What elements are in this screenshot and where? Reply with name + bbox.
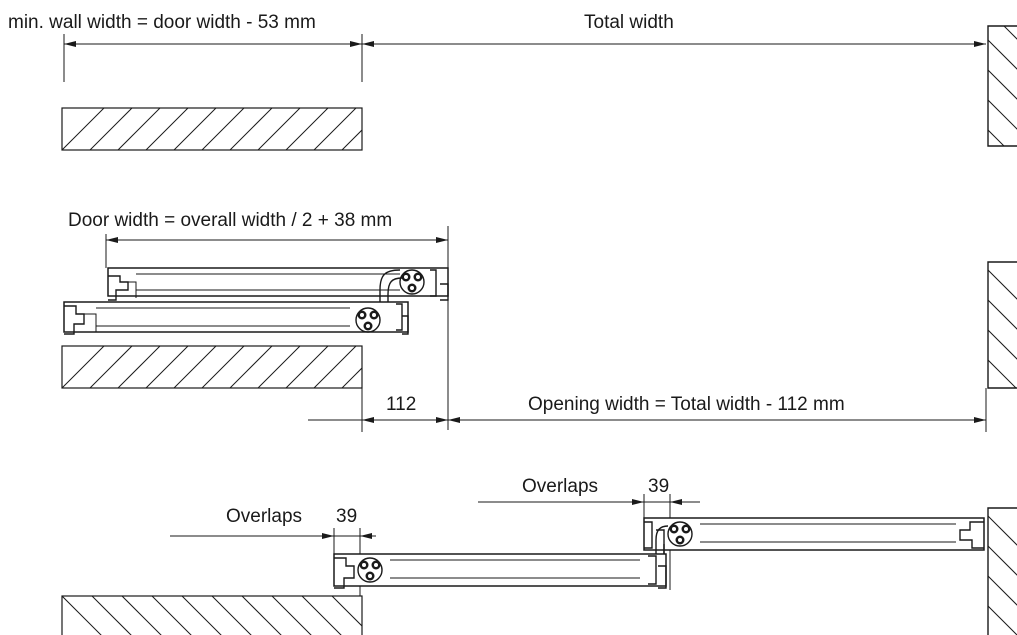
offset-112-label: 112 bbox=[386, 394, 416, 415]
roller-icon bbox=[357, 557, 383, 583]
overlaps-left-value: 39 bbox=[336, 506, 357, 527]
door-panel-left bbox=[333, 553, 667, 589]
roller-icon bbox=[667, 521, 693, 547]
arrow-head bbox=[632, 499, 644, 505]
arrow-head bbox=[106, 237, 118, 243]
arrow-head bbox=[974, 41, 986, 47]
overlaps-right-value: 39 bbox=[648, 476, 669, 497]
roller-icon bbox=[355, 307, 381, 333]
opening-width-label: Opening width = Total width - 112 mm bbox=[528, 394, 845, 415]
overlaps-left-label: Overlaps bbox=[226, 506, 302, 527]
arrow-head bbox=[362, 41, 374, 47]
arrow-head bbox=[322, 533, 334, 539]
wall-right-hatched bbox=[987, 507, 1017, 635]
section-3-overlaps: Overlaps 39 Overlaps 39 bbox=[61, 476, 1017, 635]
door-panel-upper bbox=[107, 267, 449, 301]
wall-right-hatched bbox=[987, 25, 1017, 147]
arrow-head bbox=[350, 41, 362, 47]
roller-icon bbox=[399, 269, 425, 295]
arrow-head bbox=[360, 533, 372, 539]
door-width-label: Door width = overall width / 2 + 38 mm bbox=[68, 210, 392, 231]
arrow-head bbox=[670, 499, 682, 505]
min-wall-width-label: min. wall width = door width - 53 mm bbox=[8, 12, 316, 33]
wall-left-hatched bbox=[61, 345, 363, 389]
overlaps-right-label: Overlaps bbox=[522, 476, 598, 497]
arrow-head bbox=[362, 417, 374, 423]
total-width-label: Total width bbox=[584, 12, 674, 33]
section-2-opening-width: Door width = overall width / 2 + 38 mm bbox=[61, 210, 1017, 432]
wall-right-hatched bbox=[987, 261, 1017, 389]
section-1-wall-width: min. wall width = door width - 53 mm Tot… bbox=[8, 12, 1017, 151]
arrow-head bbox=[436, 417, 448, 423]
wall-left-hatched bbox=[61, 107, 363, 151]
wall-left-hatched bbox=[61, 595, 363, 635]
door-panel-right bbox=[643, 517, 985, 559]
door-panel-lower bbox=[63, 301, 409, 335]
arrow-head bbox=[436, 237, 448, 243]
arrow-head bbox=[448, 417, 460, 423]
arrow-head bbox=[974, 417, 986, 423]
arrow-head bbox=[64, 41, 76, 47]
